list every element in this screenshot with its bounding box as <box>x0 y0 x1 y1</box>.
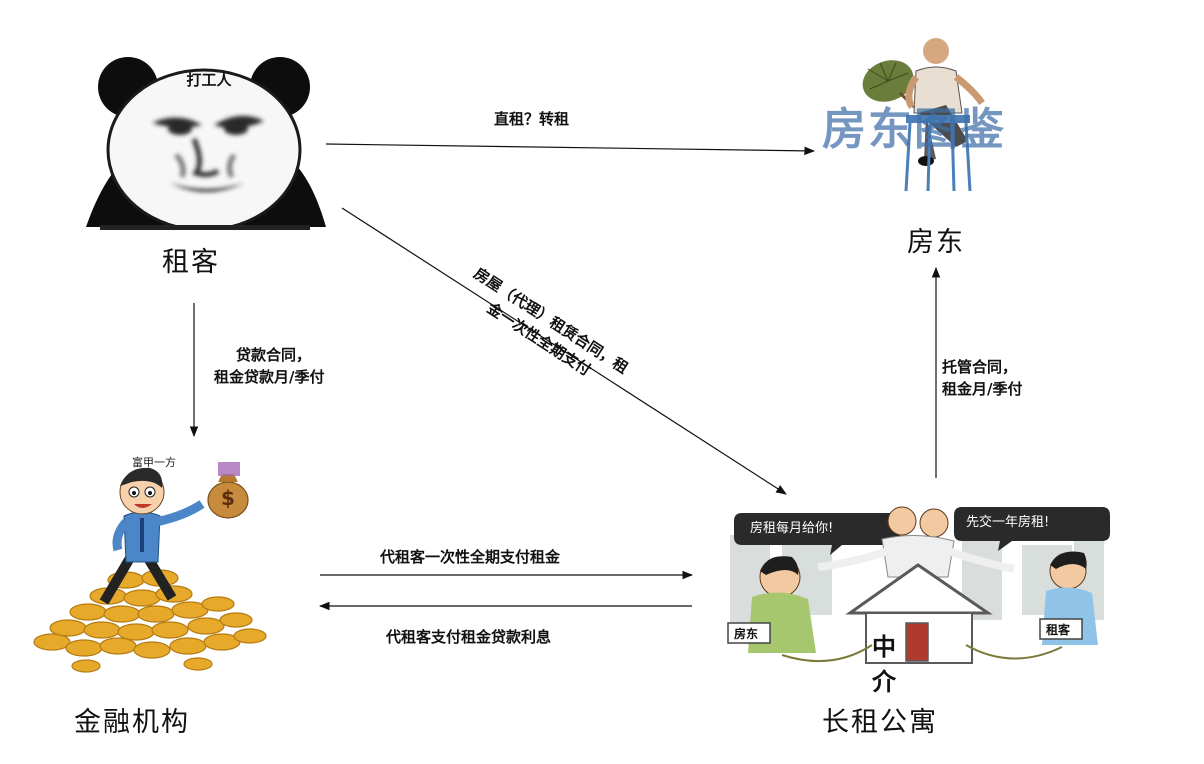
arrow-tenant-to-apartment <box>341 207 787 495</box>
node-label-tenant: 租客 <box>162 247 220 278</box>
landlord-watermark: 房东图鉴 <box>822 104 1006 155</box>
tenant-illustration: 打工人 <box>86 55 326 232</box>
speech-bubble-left: 房租每月给你! <box>750 521 834 536</box>
edge-label-apartment-to-finance: 代租客支付租金贷款利息 <box>386 628 552 646</box>
landlord-illustration: 房东图鉴 <box>818 33 1050 193</box>
finance-illustration: 富甲一方 $ <box>22 452 272 677</box>
edge-label-apartment-to-landlord-line1: 托管合同， <box>942 358 1018 376</box>
node-label-apartment: 长租公寓 <box>822 707 938 738</box>
meme-text: 打工人 <box>186 71 232 89</box>
speech-bubble-right: 先交一年房租! <box>966 515 1050 530</box>
house-sign: 中介 <box>872 633 924 696</box>
finance-caption: 富甲一方 <box>132 456 176 469</box>
edge-label-tenant-to-finance: 贷款合同， 租金贷款月/季付 <box>214 344 324 388</box>
arrow-tenant-to-landlord <box>325 143 816 156</box>
money-bag-symbol: $ <box>221 486 235 510</box>
tag-landlord: 房东 <box>734 627 759 641</box>
node-label-finance: 金融机构 <box>74 707 190 738</box>
tag-tenant: 租客 <box>1046 623 1071 637</box>
edge-label-tenant-to-finance-line2: 租金贷款月/季付 <box>214 368 325 386</box>
apartment-illustration: 房租每月给你! 先交一年房租! 房东 租客 中介 <box>722 495 1117 696</box>
edge-label-tenant-to-finance-line1: 贷款合同， <box>236 346 312 364</box>
edge-label-tenant-to-landlord: 直租？转租 <box>494 110 570 128</box>
node-label-landlord: 房东 <box>907 227 965 258</box>
edge-label-finance-to-apartment: 代租客一次性全期支付租金 <box>380 548 561 566</box>
edge-label-apartment-to-landlord-line2: 租金月/季付 <box>942 380 1023 398</box>
edge-label-apartment-to-landlord: 托管合同， 租金月/季付 <box>942 356 1022 400</box>
